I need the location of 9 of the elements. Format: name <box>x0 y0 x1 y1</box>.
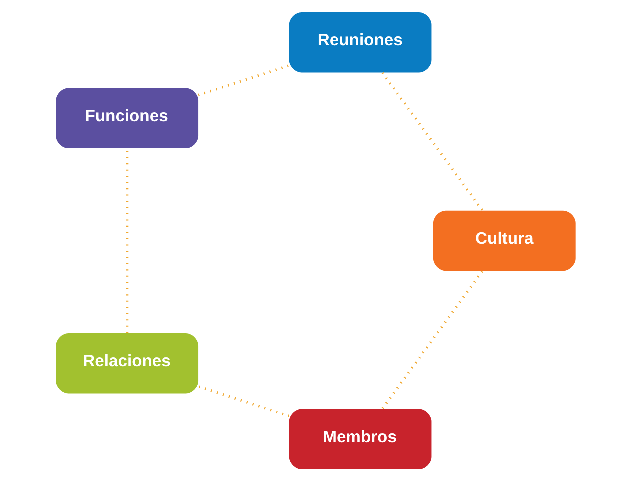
node-box: Membros <box>288 409 432 470</box>
node-box: Relaciones <box>56 333 198 394</box>
node-box: Cultura <box>432 210 576 272</box>
node-box: Reuniones <box>288 12 432 73</box>
connector <box>380 270 483 410</box>
connector <box>198 385 290 418</box>
node-box: Funciones <box>56 88 198 149</box>
connector <box>198 64 290 96</box>
connector <box>381 72 484 212</box>
